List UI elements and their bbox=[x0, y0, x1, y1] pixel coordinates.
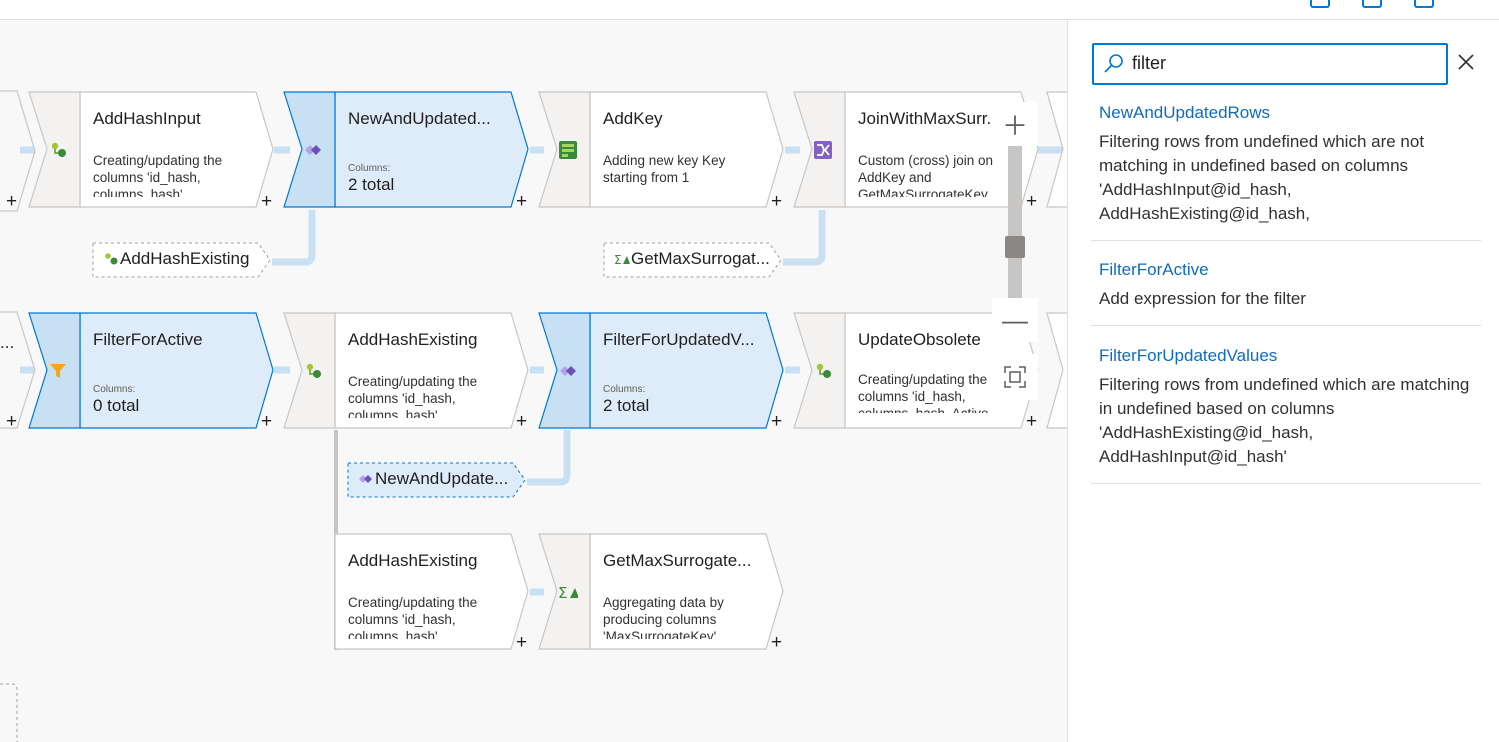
node-addkey[interactable]: AddKey Adding new key Key starting from … bbox=[538, 91, 795, 208]
search-icon bbox=[1104, 54, 1123, 73]
add-transform-button[interactable]: + bbox=[261, 191, 273, 212]
node-description: Adding new key Key starting from 1 bbox=[603, 153, 726, 185]
search-input[interactable] bbox=[1132, 50, 1432, 76]
exists-icon bbox=[358, 472, 374, 486]
add-transform-button[interactable]: + bbox=[6, 191, 18, 212]
add-transform-button[interactable]: + bbox=[1026, 191, 1038, 212]
surrogate-key-icon bbox=[558, 141, 578, 159]
search-panel: NewAndUpdatedRows Filtering rows from un… bbox=[1067, 20, 1499, 742]
node-joinwithmaxsurrogatekey[interactable]: JoinWithMaxSurr... Custom (cross) join o… bbox=[793, 91, 1050, 208]
node-addhashexisting-branch[interactable]: AddHashExisting Creating/updating the co… bbox=[283, 533, 540, 650]
node-description: Creating/updating the columns 'id_hash, … bbox=[858, 372, 992, 413]
zoom-slider-track[interactable] bbox=[1008, 146, 1022, 301]
columns-count: 2 total bbox=[348, 175, 395, 194]
node-filterforactive[interactable]: FilterForActive Columns: 0 total bbox=[28, 312, 285, 429]
toolbar-icon[interactable] bbox=[1414, 0, 1434, 8]
node-description: Custom (cross) join on AddKey and GetMax… bbox=[858, 153, 994, 197]
truncated-node-title: ... bbox=[0, 333, 15, 352]
add-transform-button[interactable]: + bbox=[516, 632, 528, 653]
derived-column-icon bbox=[303, 362, 323, 380]
node-title: NewAndUpdated... bbox=[348, 109, 491, 128]
svg-text:Σ: Σ bbox=[614, 253, 622, 267]
add-transform-button[interactable]: + bbox=[1026, 411, 1038, 432]
add-transform-button[interactable]: + bbox=[771, 191, 783, 212]
result-title-link[interactable]: FilterForActive bbox=[1099, 260, 1209, 279]
exists-icon bbox=[303, 141, 323, 159]
node-filterforupdatedvalues[interactable]: FilterForUpdatedV... Columns: 2 total bbox=[538, 312, 795, 429]
partial-node-left bbox=[0, 683, 18, 742]
search-box[interactable] bbox=[1092, 43, 1448, 85]
plus-icon: ＋ bbox=[1001, 110, 1028, 141]
aggregate-icon: Σ bbox=[558, 583, 578, 601]
zoom-controls: ＋ — bbox=[992, 102, 1038, 402]
node-description: Creating/updating the columns 'id_hash, … bbox=[348, 374, 478, 418]
columns-label: Columns: bbox=[603, 384, 646, 395]
aggregate-icon: Σ bbox=[614, 252, 630, 267]
columns-label: Columns: bbox=[348, 163, 391, 174]
zoom-slider-thumb[interactable] bbox=[1005, 236, 1025, 258]
exists-icon bbox=[558, 362, 578, 380]
ref-label: AddHashExisting bbox=[120, 249, 250, 268]
partial-node-left bbox=[0, 311, 36, 429]
result-title-link[interactable]: NewAndUpdatedRows bbox=[1099, 103, 1271, 122]
node-title: FilterForActive bbox=[93, 330, 203, 349]
node-addhashinput[interactable]: AddHashInput Creating/updating the colum… bbox=[28, 91, 285, 208]
ref-newandupdatedrows[interactable]: NewAndUpdate... bbox=[345, 462, 527, 498]
node-title: GetMaxSurrogate... bbox=[603, 551, 752, 570]
top-toolbar bbox=[0, 0, 1499, 20]
result-description: Add expression for the filter bbox=[1099, 289, 1306, 308]
node-title: AddHashExisting bbox=[348, 330, 478, 349]
result-title-link[interactable]: FilterForUpdatedValues bbox=[1099, 346, 1278, 365]
ref-addhashexisting[interactable]: AddHashExisting bbox=[90, 242, 272, 278]
add-transform-button[interactable]: + bbox=[261, 411, 273, 432]
close-icon[interactable] bbox=[1453, 49, 1479, 75]
node-title: AddHashExisting bbox=[348, 551, 478, 570]
ref-getmaxsurrogatekey[interactable]: Σ GetMaxSurrogat... bbox=[601, 242, 783, 278]
result-description: Filtering rows from undefined which are … bbox=[1099, 375, 1470, 466]
search-result[interactable]: FilterForActive Add expression for the f… bbox=[1091, 259, 1481, 326]
node-updateobsolete[interactable]: UpdateObsolete Creating/updating the col… bbox=[793, 312, 1050, 429]
node-description: Creating/updating the columns 'id_hash, … bbox=[348, 595, 478, 639]
toolbar-icon[interactable] bbox=[1362, 0, 1382, 8]
ref-label: GetMaxSurrogat... bbox=[631, 249, 770, 268]
derived-column-icon bbox=[813, 362, 833, 380]
node-title: FilterForUpdatedV... bbox=[603, 330, 755, 349]
node-description: Aggregating data by producing columns 'M… bbox=[603, 595, 724, 639]
node-newandupdatedrows[interactable]: NewAndUpdated... Columns: 2 total bbox=[283, 91, 540, 208]
node-title: AddKey bbox=[603, 109, 663, 128]
add-transform-button[interactable]: + bbox=[516, 191, 528, 212]
partial-node-right bbox=[1046, 312, 1067, 429]
ref-label: NewAndUpdate... bbox=[375, 469, 509, 488]
svg-text:Σ: Σ bbox=[558, 584, 567, 601]
partial-node-left bbox=[0, 90, 36, 212]
node-addhashexisting[interactable]: AddHashExisting Creating/updating the co… bbox=[283, 312, 540, 429]
fit-screen-icon bbox=[1004, 366, 1026, 388]
add-transform-button[interactable]: + bbox=[771, 632, 783, 653]
dataflow-canvas[interactable]: + + ... AddHashInput Creating/updating t… bbox=[0, 20, 1067, 742]
fit-to-screen-button[interactable] bbox=[992, 354, 1038, 400]
node-getmaxsurrogatekey[interactable]: Σ GetMaxSurrogate... Aggregating data by… bbox=[538, 533, 795, 650]
zoom-in-button[interactable]: ＋ bbox=[992, 102, 1038, 146]
node-title: AddHashInput bbox=[93, 109, 201, 128]
minus-icon: — bbox=[1002, 304, 1028, 335]
derived-column-icon bbox=[48, 141, 68, 159]
node-description: Creating/updating the columns 'id_hash, … bbox=[93, 153, 223, 197]
toolbar-icon[interactable] bbox=[1310, 0, 1330, 8]
search-result[interactable]: NewAndUpdatedRows Filtering rows from un… bbox=[1091, 102, 1481, 241]
add-transform-button[interactable]: + bbox=[516, 411, 528, 432]
partial-node-right bbox=[1046, 91, 1067, 208]
add-transform-button[interactable]: + bbox=[6, 411, 18, 432]
filter-icon bbox=[48, 362, 68, 380]
columns-count: 0 total bbox=[93, 396, 140, 415]
join-icon bbox=[813, 141, 833, 159]
zoom-out-button[interactable]: — bbox=[992, 298, 1038, 342]
search-result[interactable]: FilterForUpdatedValues Filtering rows fr… bbox=[1091, 345, 1481, 484]
derived-column-icon bbox=[103, 252, 119, 266]
result-description: Filtering rows from undefined which are … bbox=[1099, 132, 1425, 223]
columns-label: Columns: bbox=[93, 384, 136, 395]
columns-count: 2 total bbox=[603, 396, 650, 415]
add-transform-button[interactable]: + bbox=[771, 411, 783, 432]
